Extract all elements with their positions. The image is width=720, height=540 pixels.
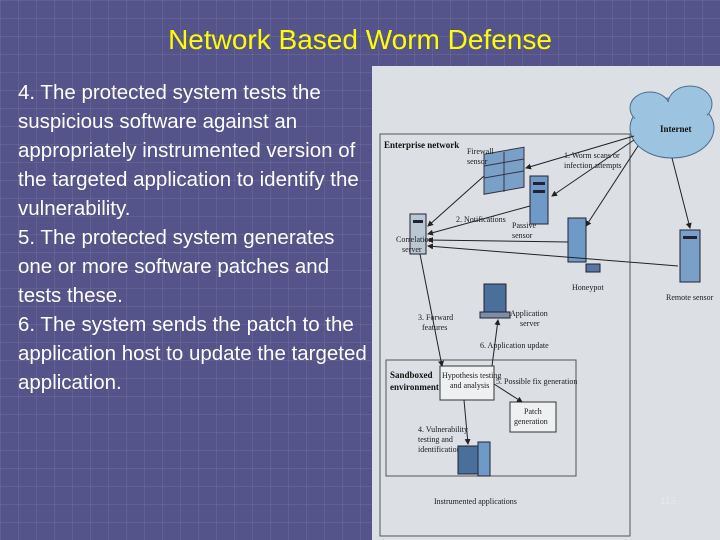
worm-scans-label: 1. Worm scans or infection attempts xyxy=(564,151,622,170)
patch-generation-label: Patch generation xyxy=(514,407,548,426)
paragraph-step-4: 4. The protected system tests the suspic… xyxy=(18,81,359,220)
instrumented-app-icon xyxy=(457,441,491,477)
possible-fix-label: 5. Possible fix generation xyxy=(496,377,577,386)
sandboxed-environment-label: Sandboxed environment xyxy=(390,370,439,392)
paragraph-step-6: 6. The system sends the patch to the app… xyxy=(18,313,367,394)
passive-sensor-icon xyxy=(529,175,549,225)
enterprise-network-border xyxy=(379,133,631,537)
firewall-sensor-label: Firewall sensor xyxy=(467,147,496,166)
internet-cloud-icon xyxy=(629,85,715,159)
passive-sensor-label: Passive sensor xyxy=(512,221,538,240)
instrumented-applications-label: Instrumented applications xyxy=(434,497,517,506)
honeypot-icon xyxy=(567,217,601,273)
slide-body: 4. The protected system tests the suspic… xyxy=(18,78,370,397)
correlation-server-icon xyxy=(409,213,427,255)
diagram-arrows xyxy=(419,135,692,445)
correlation-server-label: Correlation server xyxy=(396,235,434,254)
hypothesis-testing-label: Hypothesis testing and analysis xyxy=(442,371,503,390)
application-server-label: Application server xyxy=(510,309,550,328)
application-update-label: 6. Application update xyxy=(480,341,549,350)
honeypot-label: Honeypot xyxy=(572,283,604,292)
remote-sensor-label: Remote sensor xyxy=(666,293,714,302)
page-number: 113 xyxy=(660,496,676,507)
enterprise-network-label: Enterprise network xyxy=(384,140,459,150)
paragraph-step-5: 5. The protected system generates one or… xyxy=(18,226,335,307)
diagram-svg: Enterprise network Internet Firewall sen… xyxy=(379,85,715,537)
hypothesis-testing-box xyxy=(439,365,495,401)
vulnerability-testing-label: 4. Vulnerability testing and identificat… xyxy=(418,425,470,454)
worm-defense-diagram: Enterprise network Internet Firewall sen… xyxy=(372,66,720,540)
internet-label: Internet xyxy=(660,124,692,134)
remote-sensor-icon xyxy=(679,229,701,283)
slide-title: Network Based Worm Defense xyxy=(168,24,552,55)
application-server-icon xyxy=(479,283,511,319)
firewall-icon xyxy=(483,146,525,195)
patch-generation-box xyxy=(509,401,557,433)
forward-features-label: 3. Forward features xyxy=(418,313,455,332)
